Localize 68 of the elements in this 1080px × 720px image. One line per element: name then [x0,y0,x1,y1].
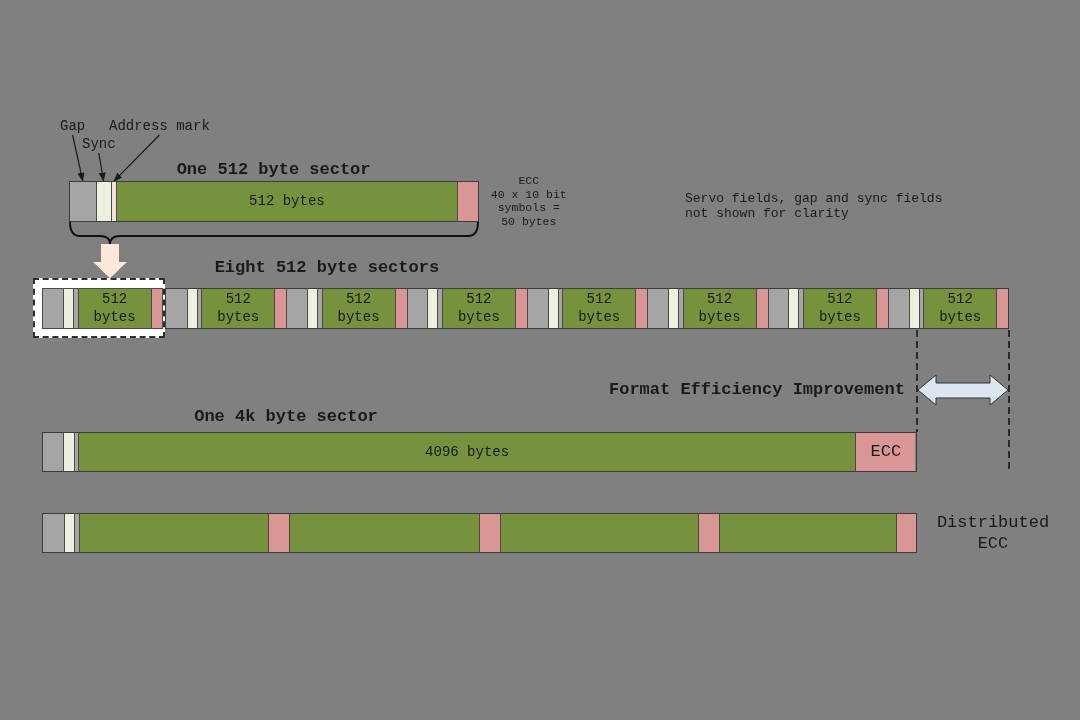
data-segment: 4096 bytes [78,433,856,471]
gap-segment [42,433,63,471]
sync-segment [64,514,74,553]
address-mark-segment [74,433,79,471]
sector-title: Distributed ECC [935,512,1051,555]
address-mark-segment [437,288,442,328]
ecc-segment [267,514,290,553]
gap-segment [42,287,64,329]
data-segment: 512 bytes [201,288,275,328]
data-segment [289,514,479,553]
sync-segment [96,181,112,222]
data-segment: 512 bytes [115,181,458,222]
block-arrow [93,244,127,278]
data-segment: 512 bytes [77,287,151,329]
leader-arrow [112,134,160,183]
gap-segment [647,288,669,328]
data-segment: 512 bytes [802,288,876,328]
address-mark-segment [678,288,683,328]
gap-segment [42,514,65,553]
sync-segment [547,288,558,328]
dimension-label: Format Efficiency Improvement [609,380,905,400]
ecc-segment [479,514,500,553]
sync-segment [307,288,318,328]
gap-segment [887,288,909,328]
ecc-segment: ECC [855,433,916,471]
curly-brace [68,222,479,244]
sector-title: One 4k byte sector [194,405,378,427]
data-segment: 512 bytes [441,288,515,328]
sync-segment [788,288,799,328]
sync-segment [186,288,197,328]
leader-arrow [98,152,106,183]
gap-segment [166,288,187,328]
sync-segment [668,288,679,328]
side-note: ECC [517,173,541,188]
data-segment: 512 bytes [562,288,636,328]
ecc-segment [895,514,917,553]
address-mark-segment [74,514,79,553]
sector-title: Eight 512 byte sectors [214,256,440,278]
address-mark-segment [73,287,78,329]
gap-segment [286,288,308,328]
sync-segment [427,288,438,328]
highlight-frame [33,278,165,338]
note-text: Servo fields, gap and sync fields not shown for clarity [685,190,944,221]
gap-segment [767,288,789,328]
sync-segment [908,288,919,328]
data-segment: 512 bytes [923,288,997,328]
data-segment [78,514,268,553]
data-segment: 512 bytes [682,288,756,328]
gap-segment [527,288,548,328]
ecc-segment [635,288,648,328]
leader-arrow [72,134,85,183]
gap-segment [406,288,428,328]
address-mark-segment [111,181,116,222]
data-segment: 512 bytes [321,288,395,328]
data-segment [499,514,699,553]
ecc-segment [274,288,287,328]
part-label: Gap [60,118,86,135]
data-segment [719,514,896,553]
side-note: 40 x 10 bit symbols = 50 bytes [489,187,568,229]
sync-segment [63,287,74,329]
ecc-segment [996,288,1009,328]
part-label: Address mark [109,118,210,135]
gap-segment [69,181,97,222]
sector-title: One 512 byte sector [176,158,371,180]
address-mark-segment [317,288,322,328]
ecc-segment [698,514,720,553]
address-mark-segment [798,288,803,328]
part-label: Sync [82,136,116,153]
